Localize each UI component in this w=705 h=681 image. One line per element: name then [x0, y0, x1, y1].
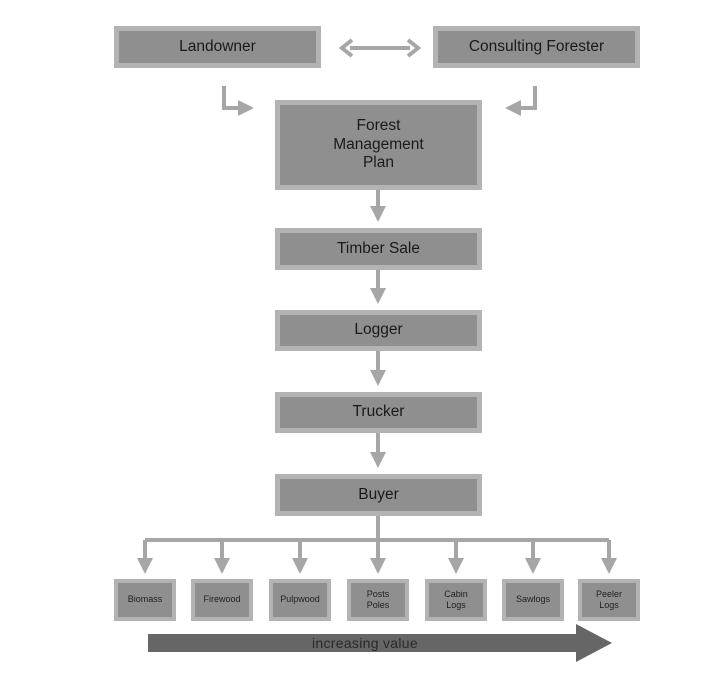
forester-to-plan-arrow: [505, 86, 537, 116]
buyer-label: Buyer: [358, 485, 399, 503]
product-posts-poles-label: Posts Poles: [366, 588, 390, 610]
consulting-forester-box: Consulting Forester: [433, 26, 640, 68]
product-sawlogs-label: Sawlogs: [515, 594, 551, 605]
product-pulpwood-box: Pulpwood: [269, 579, 331, 621]
consulting-forester-label: Consulting Forester: [468, 37, 605, 55]
product-pulpwood-label: Pulpwood: [280, 594, 320, 605]
trucker-label: Trucker: [352, 403, 405, 421]
product-biomass-box: Biomass: [114, 579, 176, 621]
forest-management-plan-box: Forest Management Plan: [275, 100, 482, 190]
landowner-to-plan-arrow: [222, 86, 254, 116]
product-firewood-box: Firewood: [191, 579, 253, 621]
double-arrow-left-head: [338, 38, 354, 58]
product-sawlogs-box: Sawlogs: [502, 579, 564, 621]
trucker-box: Trucker: [275, 392, 482, 433]
product-cabin-logs-box: Cabin Logs: [425, 579, 487, 621]
product-biomass-label: Biomass: [127, 594, 163, 605]
product-peeler-logs-label: Peeler Logs: [595, 588, 622, 610]
landowner-label: Landowner: [179, 37, 256, 55]
increasing-value-label: increasing value: [312, 635, 418, 651]
product-cabin-logs-label: Cabin Logs: [444, 588, 468, 610]
landowner-box: Landowner: [114, 26, 321, 68]
forest-management-plan-label: Forest Management Plan: [333, 117, 424, 172]
logger-box: Logger: [275, 310, 482, 351]
product-firewood-label: Firewood: [203, 594, 241, 605]
double-arrow-right-head: [406, 38, 422, 58]
product-peeler-logs-box: Peeler Logs: [578, 579, 640, 621]
increasing-value-arrow: [148, 624, 612, 662]
timber-sale-label: Timber Sale: [337, 239, 420, 257]
logger-label: Logger: [354, 321, 403, 339]
product-posts-poles-box: Posts Poles: [347, 579, 409, 621]
timber-sale-box: Timber Sale: [275, 228, 482, 270]
buyer-box: Buyer: [275, 474, 482, 516]
